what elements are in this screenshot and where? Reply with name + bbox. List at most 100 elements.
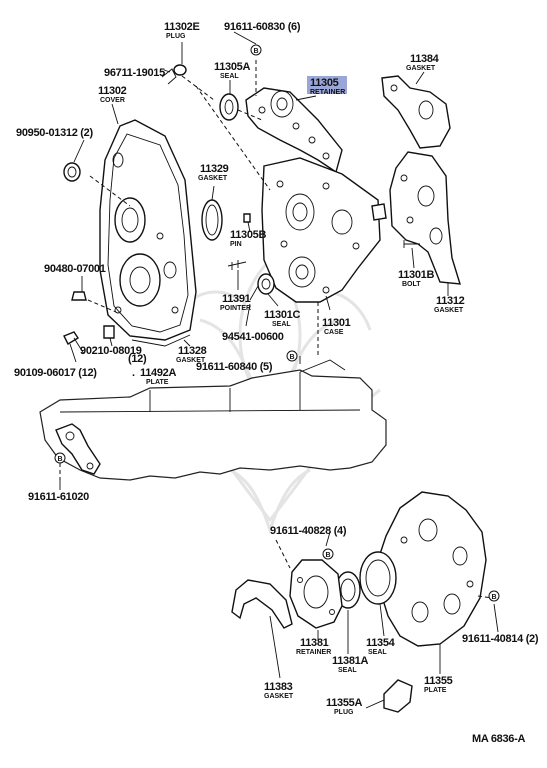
callout-91611-40828[interactable]: 91611-40828 (4) [270,525,347,537]
svg-text:RETAINER: RETAINER [296,649,331,656]
seal-11354 [359,551,397,605]
bolt-11301b [403,240,420,248]
diagram-ref-code: MA 6836-A [472,733,525,745]
bolt-90109 [63,331,85,355]
callout-90210-08019[interactable]: 90210-08019 (12) [80,345,147,365]
clip-96711 [161,68,177,85]
svg-text:11301B: 11301B [398,269,434,281]
svg-text:90109-06017 (12): 90109-06017 (12) [14,367,97,379]
svg-text:GASKET: GASKET [406,65,436,72]
callout-11384[interactable]: 11384 GASKET [406,53,440,72]
callout-11354[interactable]: 11354 SEAL [366,637,396,656]
callout-94541-00600[interactable]: 94541-00600 [222,331,284,343]
callout-11381a[interactable]: 11381A SEAL [332,655,369,674]
svg-text:11381A: 11381A [332,655,368,667]
svg-text:94541-00600: 94541-00600 [222,331,284,343]
leader-lines [59,31,499,709]
marker-b-2: B [286,350,298,362]
svg-text:11354: 11354 [366,637,396,649]
gasket-11312 [389,151,461,285]
svg-text:11355A: 11355A [326,697,362,709]
gasket-11328 [131,334,191,347]
screw-94541 [249,285,259,301]
marker-b-letter: B [253,48,258,55]
callout-11305a[interactable]: 11305A SEAL [214,61,251,80]
svg-text:GASKET: GASKET [264,693,294,700]
marker-b-3: B [54,452,66,464]
marker-b-letter: B [57,456,62,463]
callout-90109-06017[interactable]: 90109-06017 (12) . 11492A PLATE [14,367,177,386]
callout-91611-60840[interactable]: 91611-60840 (5) [196,361,273,373]
callout-91611-40814[interactable]: 91611-40814 (2) [462,633,539,645]
callout-11328[interactable]: 11328 GASKET [176,345,207,364]
highlight-box [307,76,347,94]
engine-block [39,359,387,481]
svg-text:RETAINER: RETAINER [310,89,345,96]
marker-b-1: B [250,44,262,56]
svg-text:90950-01312 (2): 90950-01312 (2) [16,127,93,139]
svg-text:GASKET: GASKET [176,357,206,364]
svg-text:11391: 11391 [222,293,251,305]
svg-text:SEAL: SEAL [220,73,239,80]
callout-11302[interactable]: 11302 COVER [98,85,127,104]
svg-text:90480-07001: 90480-07001 [44,263,106,275]
callout-11305[interactable]: 11305 RETAINER [307,76,347,96]
callout-11301[interactable]: 11301 CASE [322,317,351,336]
callout-11301c[interactable]: 11301C SEAL [264,309,301,328]
callout-91611-60830[interactable]: 91611-60830 (6) [224,21,301,33]
gasket-11329 [201,199,223,241]
marker-b-letter: B [289,354,294,361]
svg-text:11305B: 11305B [230,229,266,241]
callout-90950-01312[interactable]: 90950-01312 (2) [16,127,94,139]
svg-text:90210-08019: 90210-08019 [80,345,142,357]
callout-11305b[interactable]: 11305B PIN [230,229,267,248]
svg-text:11381: 11381 [300,637,329,649]
svg-text:11301C: 11301C [264,309,300,321]
callout-11312[interactable]: 11312 GASKET [434,295,465,314]
svg-text:SEAL: SEAL [338,667,357,674]
callout-96711-19015[interactable]: 96711-19015 [104,67,165,79]
callout-11383[interactable]: 11383 GASKET [264,681,294,700]
svg-text:PLATE: PLATE [424,687,447,694]
svg-text:91611-40814 (2): 91611-40814 (2) [462,633,539,645]
svg-text:11329: 11329 [200,163,229,175]
marker-b-letter: B [491,594,496,601]
svg-text:11312: 11312 [436,295,465,307]
callout-11391[interactable]: 11391 POINTER [220,293,251,312]
svg-text:91611-40828 (4): 91611-40828 (4) [270,525,347,537]
svg-text:11301: 11301 [322,317,351,329]
plug-90950 [63,162,81,182]
assembly-lines [59,60,493,599]
svg-text:11305: 11305 [310,77,339,89]
svg-text:CASE: CASE [324,329,344,336]
callout-11329[interactable]: 11329 GASKET [198,163,229,182]
svg-text:COVER: COVER [100,97,125,104]
bolt-90480 [71,291,87,301]
gasket-11384 [381,75,451,149]
svg-text:GASKET: GASKET [198,175,228,182]
callout-11381[interactable]: 11381 RETAINER [296,637,331,656]
callout-90480-07001[interactable]: 90480-07001 [44,263,106,275]
seal-11305a [219,93,239,121]
callout-11301b[interactable]: 11301B BOLT [398,269,435,288]
callout-11355a[interactable]: 11355A PLUG [326,697,363,716]
svg-text:11492A: 11492A [140,367,176,379]
bolt-90210 [103,325,115,339]
svg-text:91611-60830 (6): 91611-60830 (6) [224,21,301,33]
svg-text:PLUG: PLUG [166,33,186,40]
svg-text:GASKET: GASKET [434,307,464,314]
callout-11302e[interactable]: 11302E PLUG [164,21,200,40]
callout-91611-61020[interactable]: 91611-61020 [28,491,89,503]
svg-text:SEAL: SEAL [368,649,387,656]
retainer-11305 [245,87,343,174]
svg-text:91611-60840 (5): 91611-60840 (5) [196,361,273,373]
seal-11301c [257,273,275,295]
callout-11355[interactable]: 11355 PLATE [424,675,453,694]
marker-b-5: B [488,590,500,602]
svg-text:11355: 11355 [424,675,453,687]
marker-b-letter: B [325,552,330,559]
timing-cover [99,119,197,341]
retainer-11381 [289,559,343,629]
svg-text:91611-61020: 91611-61020 [28,491,89,503]
